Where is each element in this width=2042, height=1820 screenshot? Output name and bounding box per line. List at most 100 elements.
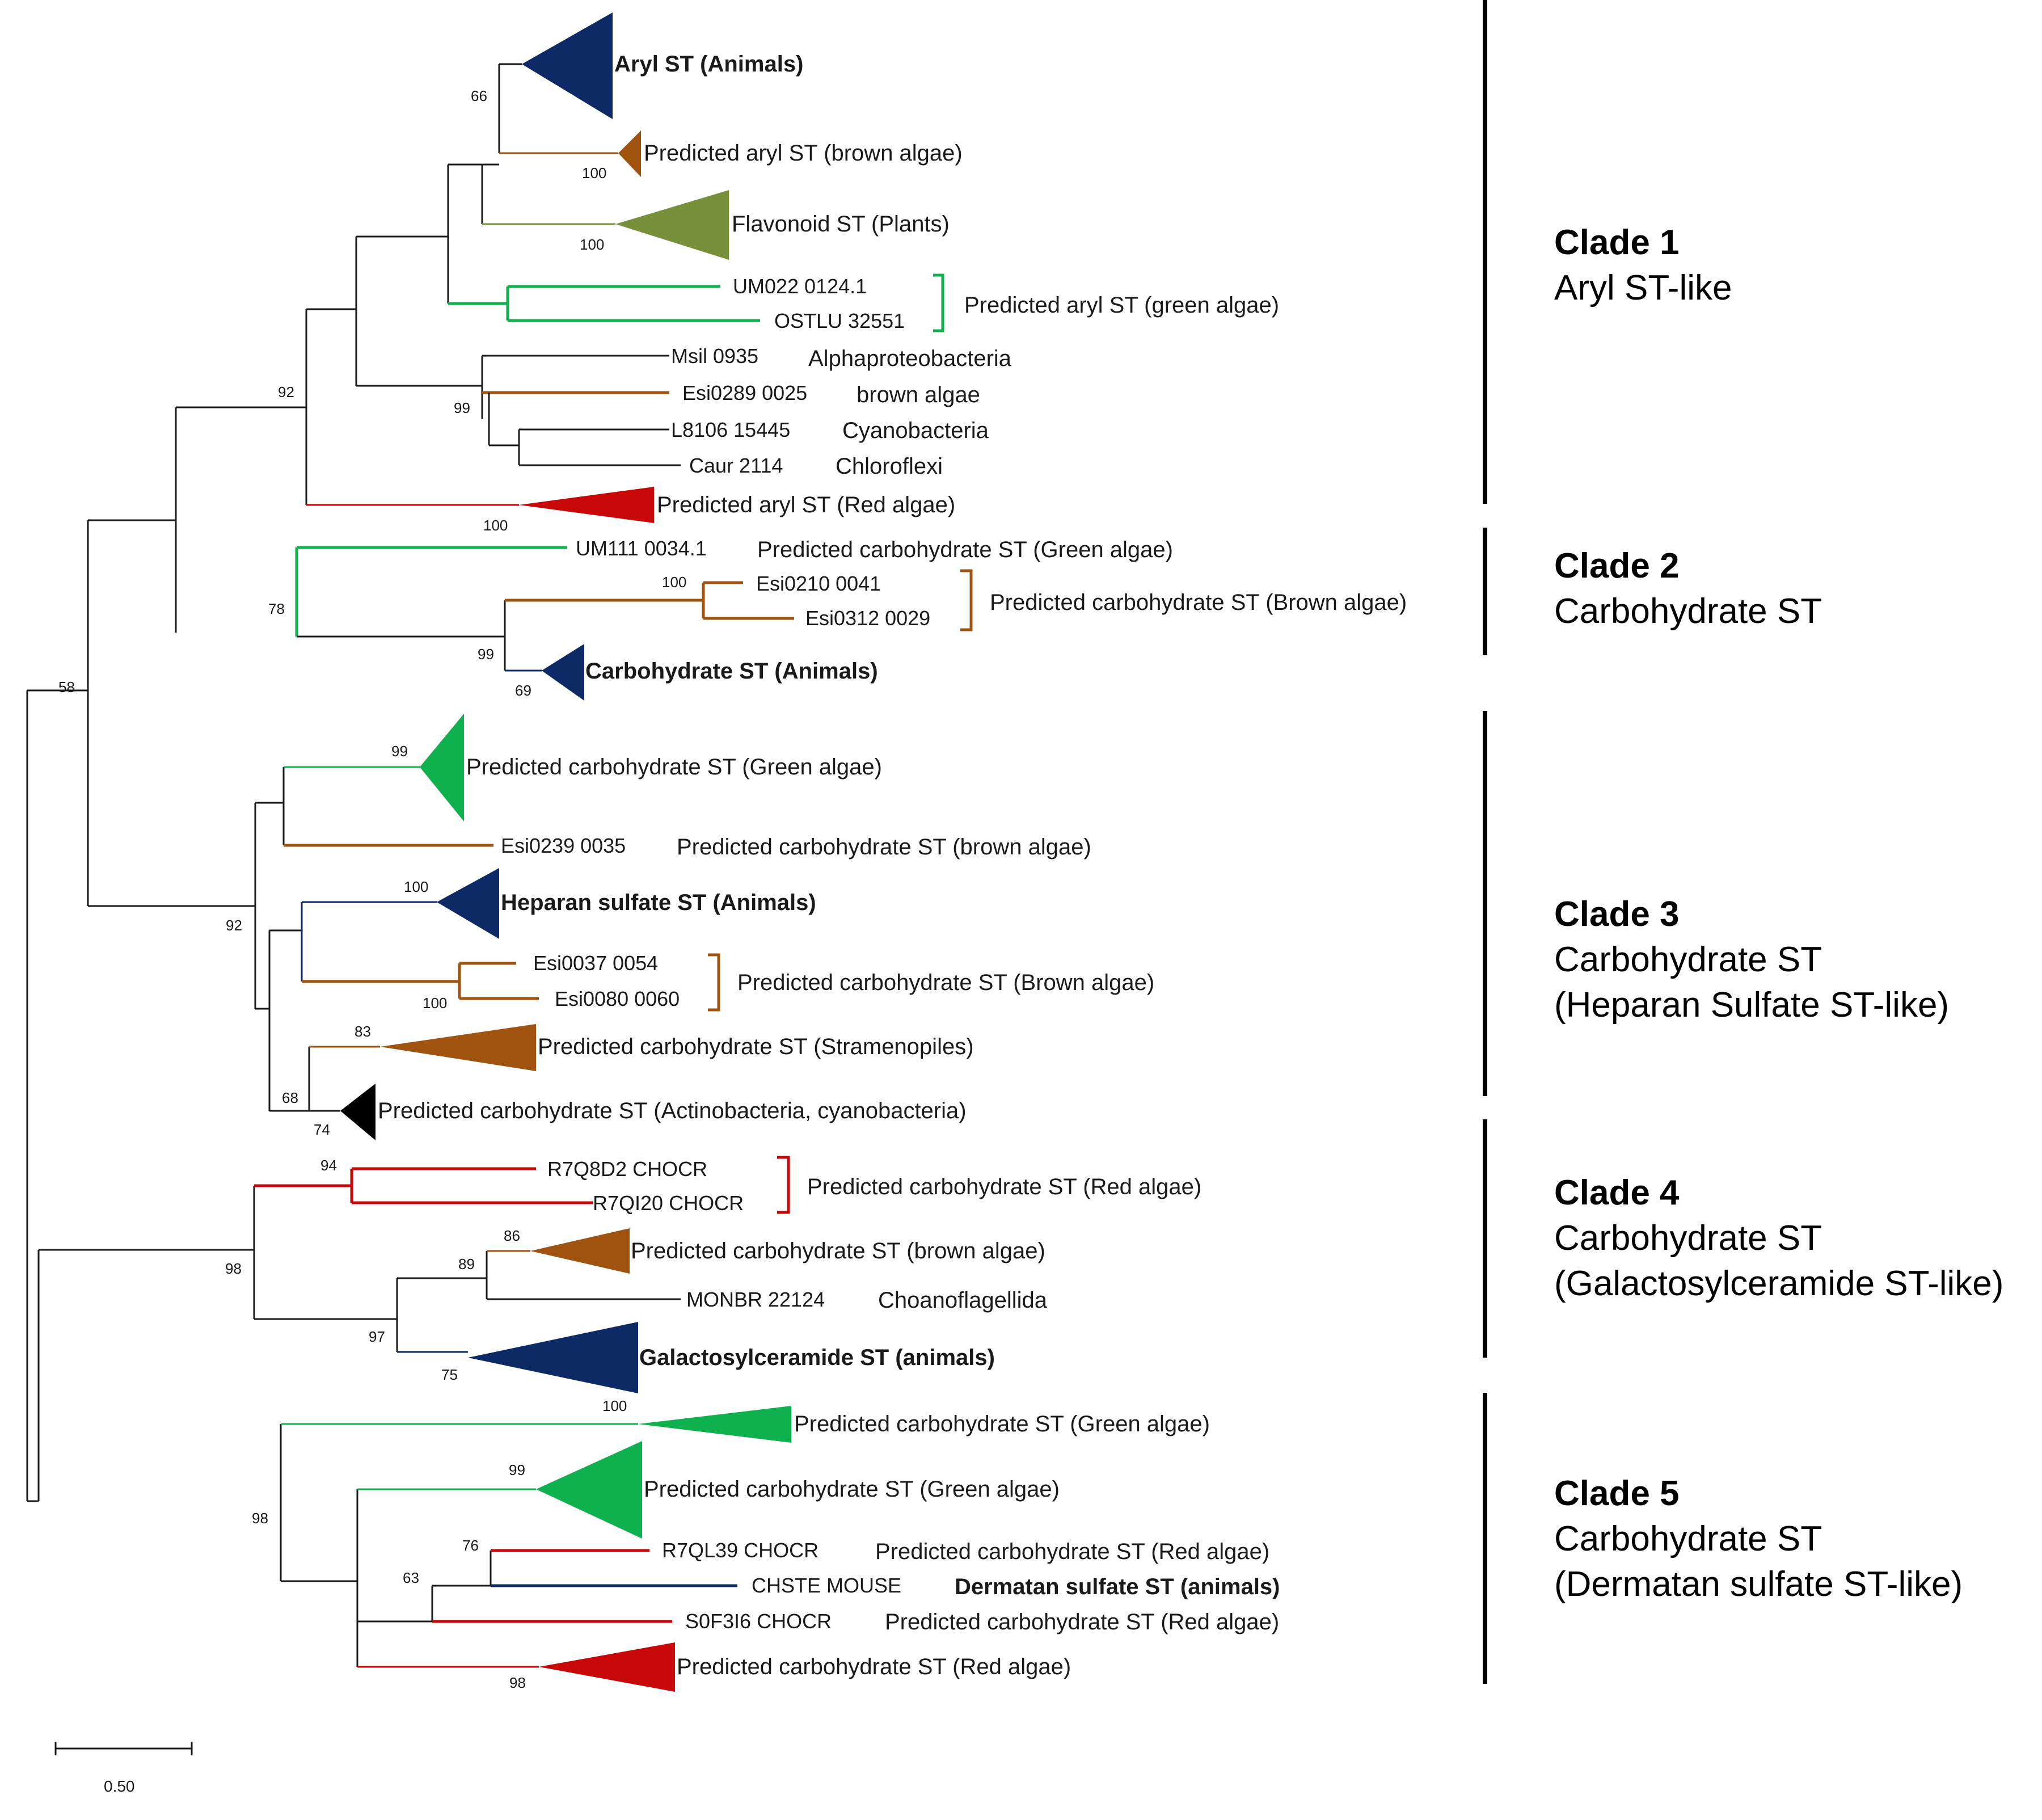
clade-2-branches <box>26 519 794 1501</box>
clade-3-subtitle: (Heparan Sulfate ST-like) <box>1554 985 1949 1025</box>
label-alphaproteo: Alphaproteobacteria <box>808 346 1012 371</box>
clade-3-bootstrap: 99 100 92 100 83 68 74 <box>226 743 447 1138</box>
bootstrap-value: 99 <box>478 646 494 663</box>
tip-ostlu: OSTLU 32551 <box>774 309 905 332</box>
label-aryl-green: Predicted aryl ST (green algae) <box>964 293 1279 318</box>
bootstrap-value: 75 <box>441 1366 458 1383</box>
clade-4-triangles <box>468 1228 638 1393</box>
tip-l8106: L8106 15445 <box>671 418 790 441</box>
bracket-aryl-green <box>933 273 944 332</box>
clade-2-bootstrap: 58 78 100 99 69 <box>58 574 686 699</box>
label-c2-green: Predicted carbohydrate ST (Green algae) <box>757 537 1173 562</box>
clade-3-subtitle: Carbohydrate ST <box>1554 940 1822 979</box>
label-c5-red3: Predicted carbohydrate ST (Red algae) <box>677 1654 1071 1679</box>
label-c4-choano: Choanoflagellida <box>878 1288 1048 1313</box>
bootstrap-value: 69 <box>515 682 531 699</box>
tip-esi0037: Esi0037 0054 <box>533 951 658 975</box>
tip-um111: UM111 0034.1 <box>576 537 707 560</box>
clade-4-branches <box>27 1167 681 1502</box>
label-c3-strameno: Predicted carbohydrate ST (Stramenopiles… <box>538 1034 974 1059</box>
bootstrap-value: 100 <box>483 517 508 534</box>
label-aryl-red: Predicted aryl ST (Red algae) <box>657 492 955 517</box>
tip-caur: Caur 2114 <box>689 454 783 477</box>
bootstrap-value: 100 <box>404 878 428 895</box>
bootstrap-value: 76 <box>462 1537 479 1554</box>
bootstrap-value: 86 <box>504 1227 520 1244</box>
c5-red-triangle <box>539 1642 675 1692</box>
bootstrap-value: 66 <box>471 87 487 104</box>
actino-triangle <box>340 1084 376 1140</box>
label-c4-galacto: Galactosylceramide ST (animals) <box>639 1345 995 1370</box>
clade-5-bootstrap: 100 99 98 76 63 98 <box>252 1397 627 1691</box>
clade-1-bootstrap: 66 100 100 99 92 100 <box>278 87 606 534</box>
bootstrap-value: 58 <box>58 679 75 696</box>
bootstrap-value: 99 <box>391 743 408 760</box>
tip-esi0289: Esi0289 0025 <box>682 381 807 405</box>
clade-4-subtitle: (Galactosylceramide ST-like) <box>1554 1264 2003 1303</box>
label-c4-red: Predicted carbohydrate ST (Red algae) <box>807 1174 1201 1199</box>
clade-labels: Clade 1 Aryl ST-like Clade 2 Carbohydrat… <box>1554 223 2003 1604</box>
bracket-c2-brown <box>960 569 973 631</box>
clade-2-title: Clade 2 <box>1554 546 1680 585</box>
tip-msil: Msil 0935 <box>671 344 758 368</box>
aryl-brown-triangle <box>618 130 641 177</box>
c4-brown-triangle <box>530 1228 630 1274</box>
bootstrap-value: 100 <box>580 236 604 253</box>
clade-1-subtitle: Aryl ST-like <box>1554 268 1732 307</box>
label-c5-dermatan: Dermatan sulfate ST (animals) <box>955 1574 1280 1599</box>
label-flavonoid: Flavonoid ST (Plants) <box>732 212 950 237</box>
label-c4-brown: Predicted carbohydrate ST (brown algae) <box>631 1238 1045 1263</box>
bracket-c3-brown <box>708 953 720 1012</box>
label-cyanobacteria: Cyanobacteria <box>842 418 989 443</box>
clade-1-triangles <box>519 12 729 523</box>
clade-4-subtitle: Carbohydrate ST <box>1554 1219 1822 1258</box>
bootstrap-value: 99 <box>454 399 470 416</box>
bootstrap-value: 78 <box>268 600 285 617</box>
bootstrap-value: 68 <box>282 1089 298 1106</box>
clade-3-triangles <box>340 714 536 1140</box>
tip-esi0080: Esi0080 0060 <box>555 987 680 1010</box>
bootstrap-value: 74 <box>314 1121 330 1138</box>
tip-chste: CHSTE MOUSE <box>752 1574 901 1597</box>
tip-s0f3i6: S0F3I6 CHOCR <box>685 1610 832 1633</box>
label-c5-green1: Predicted carbohydrate ST (Green algae) <box>794 1412 1210 1436</box>
bootstrap-value: 100 <box>662 574 686 591</box>
tip-um022: UM022 0124.1 <box>733 275 867 298</box>
bootstrap-value: 98 <box>225 1260 242 1277</box>
bootstrap-value: 100 <box>582 165 606 182</box>
label-c3-actino: Predicted carbohydrate ST (Actinobacteri… <box>378 1098 967 1123</box>
clade-5-triangles <box>536 1406 791 1692</box>
c5-green2-triangle <box>536 1441 642 1539</box>
scale-label: 0.50 <box>104 1777 135 1795</box>
label-aryl-brown: Predicted aryl ST (brown algae) <box>644 141 963 166</box>
scale-bar: 0.50 <box>54 1742 193 1795</box>
label-aryl-animals: Aryl ST (Animals) <box>614 52 803 77</box>
label-brown-algae: brown algae <box>857 382 980 407</box>
label-chloroflexi: Chloroflexi <box>836 454 943 479</box>
label-c3-brown2: Predicted carbohydrate ST (Brown algae) <box>737 970 1154 995</box>
label-c5-green2: Predicted carbohydrate ST (Green algae) <box>644 1477 1060 1502</box>
bootstrap-value: 89 <box>458 1256 475 1273</box>
tip-r7q8d2: R7Q8D2 CHOCR <box>547 1157 707 1181</box>
bootstrap-value: 97 <box>369 1328 385 1345</box>
bootstrap-value: 100 <box>602 1397 627 1414</box>
bootstrap-value: 63 <box>403 1569 419 1586</box>
label-c3-green: Predicted carbohydrate ST (Green algae) <box>466 755 882 780</box>
clade-5-subtitle: (Dermatan sulfate ST-like) <box>1554 1565 1963 1604</box>
label-c3-heparan: Heparan sulfate ST (Animals) <box>501 890 816 915</box>
bootstrap-value: 98 <box>509 1674 526 1691</box>
tip-monbr: MONBR 22124 <box>686 1288 825 1311</box>
clade-3-title: Clade 3 <box>1554 895 1680 934</box>
label-c2-animals: Carbohydrate ST (Animals) <box>585 659 878 684</box>
flavonoid-triangle <box>615 190 729 260</box>
clade-4-bootstrap: 94 98 86 89 97 75 <box>225 1157 520 1383</box>
aryl-animals-triangle <box>522 12 613 119</box>
clade-1-title: Clade 1 <box>1554 223 1680 262</box>
bootstrap-value: 98 <box>252 1510 268 1527</box>
bootstrap-value: 92 <box>226 917 242 934</box>
c5-green1-triangle <box>638 1406 791 1443</box>
bootstrap-value: 92 <box>278 384 294 401</box>
clade-5-branches <box>280 1423 737 1668</box>
label-c3-brown: Predicted carbohydrate ST (brown algae) <box>677 835 1091 860</box>
